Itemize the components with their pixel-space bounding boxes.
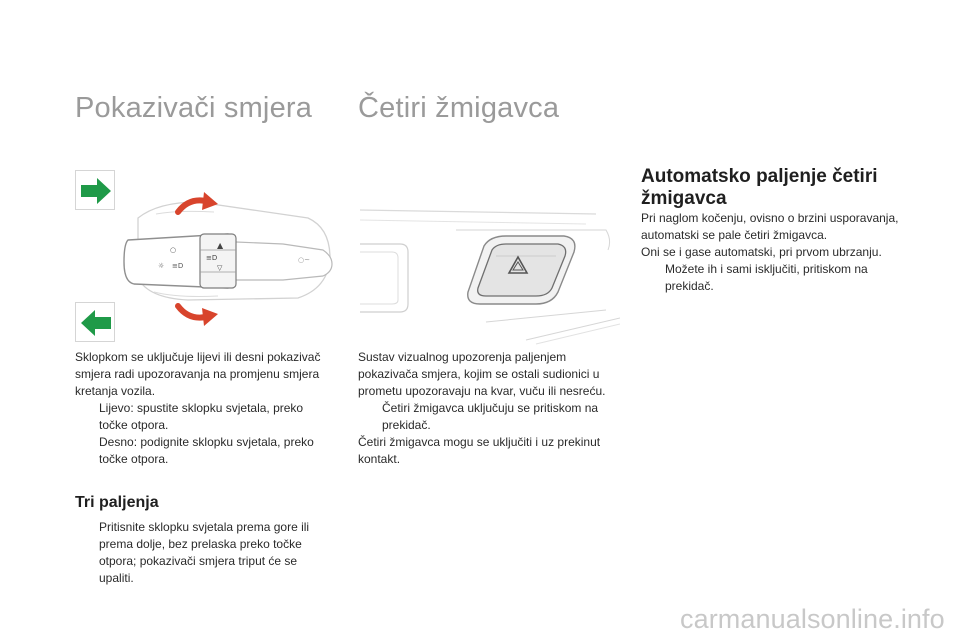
- bullet-mark: [75, 519, 99, 587]
- hazard-bullet-text: Četiri žmigavca uključuju se pritiskom n…: [382, 401, 599, 432]
- hazard-outro: Četiri žmigavca mogu se uključiti i uz p…: [358, 435, 601, 466]
- light-stalk-illustration: ▲ ≡D ▽ ○ ☼ ≡D ○~: [123, 192, 333, 326]
- three-flashes-title: Tri paljenja: [75, 494, 159, 511]
- svg-text:▲: ▲: [217, 241, 224, 250]
- svg-text:≡D: ≡D: [172, 262, 183, 270]
- three-flashes-text: Pritisnite sklopku svjetala prema gore i…: [99, 520, 310, 585]
- bullet-mark: [358, 400, 382, 434]
- green-right-arrow-icon: [81, 178, 111, 204]
- left-body: Sklopkom se uključuje lijevi ili desni p…: [75, 349, 330, 468]
- list-item: Četiri žmigavca uključuju se pritiskom n…: [358, 400, 620, 434]
- list-item: Lijevo: spustite sklopku svjetala, preko…: [75, 400, 330, 434]
- right-body: Pri naglom kočenju, ovisno o brzini uspo…: [641, 210, 903, 295]
- auto-hazard-title: Automatsko paljenje četiri žmigavca: [641, 166, 878, 209]
- auto-hazard-line2: Oni se i gase automatski, pri prvom ubrz…: [641, 245, 882, 259]
- turn-signals-title: Pokazivači smjera: [75, 92, 313, 124]
- list-item: Desno: podignite sklopku svjetala, preko…: [75, 434, 330, 468]
- bullet-right-text: Desno: podignite sklopku svjetala, preko…: [99, 435, 314, 466]
- middle-body: Sustav vizualnog upozorenja paljenjem po…: [358, 349, 620, 468]
- turn-signals-intro: Sklopkom se uključuje lijevi ili desni p…: [75, 350, 321, 398]
- list-item: Pritisnite sklopku svjetala prema gore i…: [75, 519, 330, 587]
- svg-text:▽: ▽: [217, 264, 223, 272]
- left-arrow-box: [75, 302, 115, 342]
- bullet-left-text: Lijevo: spustite sklopku svjetala, preko…: [99, 401, 304, 432]
- hazard-switch-illustration: [359, 209, 620, 345]
- auto-hazard-intro: Pri naglom kočenju, ovisno o brzini uspo…: [641, 211, 899, 242]
- green-left-arrow-icon: [81, 310, 111, 336]
- svg-text:≡D: ≡D: [206, 254, 217, 262]
- bullet-mark: [75, 434, 99, 468]
- svg-text:○: ○: [170, 246, 176, 254]
- svg-text:☼: ☼: [158, 262, 164, 270]
- list-item: Možete ih i sami isključiti, pritiskom n…: [641, 261, 903, 295]
- watermark: carmanualsonline.info: [680, 604, 945, 634]
- right-arrow-box: [75, 170, 115, 210]
- bullet-mark: [641, 261, 665, 295]
- bullet-mark: [75, 400, 99, 434]
- auto-hazard-bullet-text: Možete ih i sami isključiti, pritiskom n…: [665, 262, 868, 293]
- hazard-lights-title: Četiri žmigavca: [358, 92, 560, 124]
- svg-text:○~: ○~: [298, 256, 310, 264]
- hazard-warning-icon: [507, 255, 529, 274]
- hazard-intro: Sustav vizualnog upozorenja paljenjem po…: [358, 350, 606, 398]
- three-flashes-body: Pritisnite sklopku svjetala prema gore i…: [75, 519, 330, 587]
